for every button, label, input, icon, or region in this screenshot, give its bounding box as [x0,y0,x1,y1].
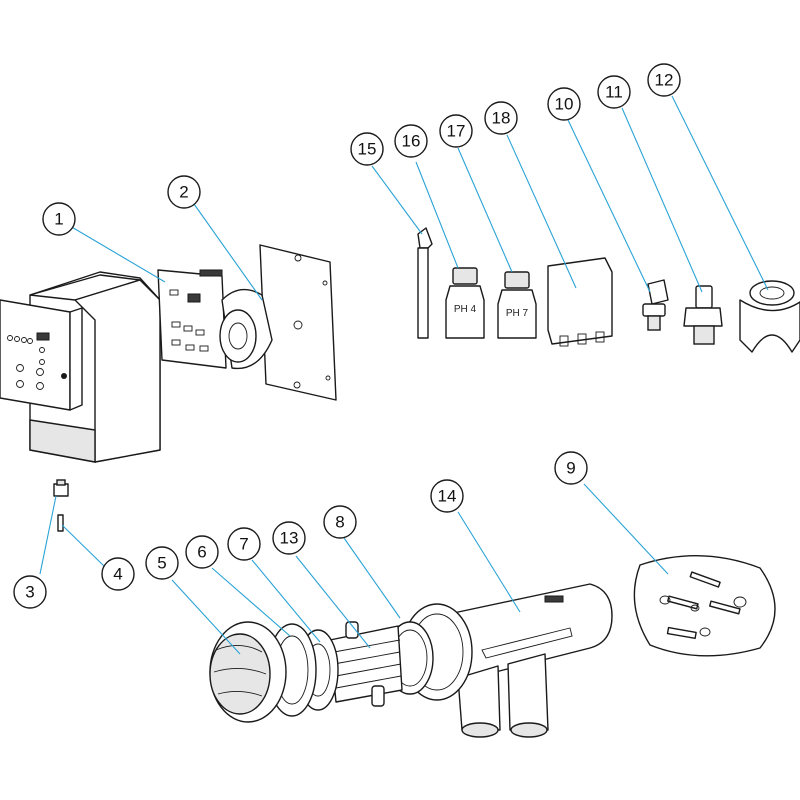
callout-12: 12 [647,63,681,97]
callout-1-label: 1 [54,210,63,229]
part-electrode [329,621,403,707]
callout-4: 4 [101,557,135,591]
ph4-label: PH 4 [454,304,477,315]
callout-12-label: 12 [655,71,674,90]
part-pin [57,514,64,532]
callout-4-label: 4 [113,565,122,584]
callout-10-label: 10 [555,95,574,114]
callout-18: 18 [484,101,518,135]
part-connector [53,479,69,497]
callout-17: 17 [439,114,473,148]
callout-11-label: 11 [605,83,623,102]
callout-5-label: 5 [157,554,166,573]
callout-8: 8 [323,505,357,539]
part-pump-housing [547,257,613,347]
part-front-cover [209,621,287,723]
callout-15: 15 [350,132,384,166]
part-injector-valve [642,279,669,331]
callout-7-label: 7 [239,535,248,554]
callout-14-label: 14 [438,487,457,506]
callout-11: 11 [597,75,631,109]
callout-14: 14 [430,479,464,513]
callout-3: 3 [13,575,47,609]
callout-9: 9 [554,451,588,485]
part-circuit-board-assembly [157,244,337,401]
callout-2: 2 [167,175,201,209]
part-probe [417,227,433,339]
callout-9-label: 9 [566,459,575,478]
part-buffer-ph7-bottle: PH 7 [497,271,537,339]
callout-15-label: 15 [358,140,377,159]
part-probe-holder [683,285,723,345]
callout-7: 7 [227,527,261,561]
callout-17-label: 17 [447,122,466,141]
part-control-box [0,271,161,463]
callout-16-label: 16 [402,132,421,151]
callout-6-label: 6 [197,543,206,562]
callout-3-label: 3 [25,583,34,602]
part-saddle-clamp [739,280,800,353]
callout-5: 5 [145,546,179,580]
callout-6: 6 [185,535,219,569]
callout-2-label: 2 [179,183,188,202]
callout-13: 13 [272,521,306,555]
callout-18-label: 18 [492,109,511,128]
part-cell-body [429,583,613,738]
callout-1: 1 [42,202,76,236]
callout-10: 10 [547,87,581,121]
part-bolt-kit [633,555,776,657]
callout-8-label: 8 [335,513,344,532]
part-buffer-ph4-bottle: PH 4 [445,267,485,339]
ph7-label: PH 7 [506,308,529,319]
leader-lines [39,95,769,655]
callout-16: 16 [394,124,428,158]
callout-13-label: 13 [280,529,299,548]
